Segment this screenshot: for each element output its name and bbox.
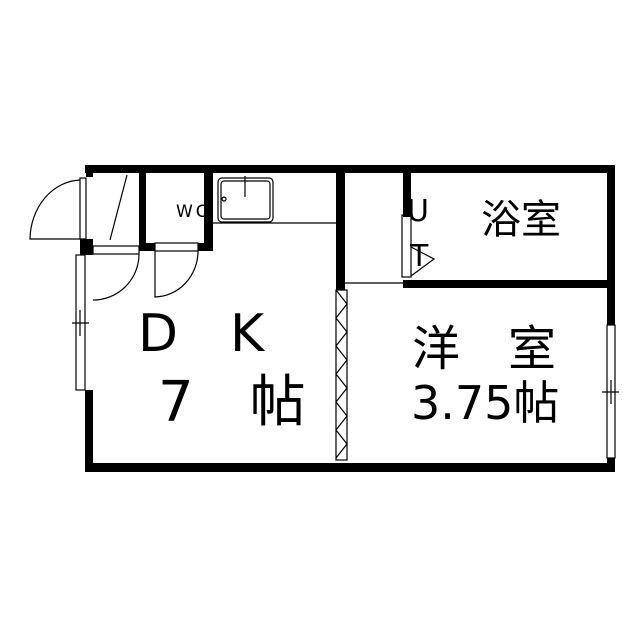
left-wall-bottom xyxy=(85,390,93,472)
wc-bottom-wall-left xyxy=(139,243,155,251)
right-wall-top xyxy=(607,165,615,325)
left-wall-block xyxy=(80,239,93,255)
drain-icon xyxy=(221,196,227,202)
wc-label: WC xyxy=(176,202,211,222)
right-wall-bottom xyxy=(607,458,615,472)
bath-bottom-wall xyxy=(403,280,615,288)
wc-door-frame xyxy=(154,242,199,252)
wc-door-swing[interactable] xyxy=(154,250,199,298)
entrance-door-frame xyxy=(79,177,87,240)
western-room-size: 3.75帖 xyxy=(411,376,560,430)
dk-label: D K xyxy=(138,304,265,364)
bath-door[interactable] xyxy=(410,246,436,277)
bath-door-frame xyxy=(401,214,412,278)
entrance-door-swing[interactable] xyxy=(29,179,81,240)
wc-bottom-wall-right xyxy=(198,243,213,251)
hall-door-frame xyxy=(92,245,140,255)
western-room-label: 洋 室 xyxy=(412,321,557,377)
bath-label: 浴室 xyxy=(481,197,561,243)
top-wall xyxy=(85,165,615,173)
folding-door[interactable] xyxy=(335,289,348,461)
dk-size: 7 帖 xyxy=(158,370,306,435)
walls xyxy=(80,165,615,472)
wc-right-wall xyxy=(204,165,213,251)
utility-label-top: U xyxy=(407,194,429,229)
middle-wall xyxy=(336,165,345,290)
bottom-wall xyxy=(85,463,615,472)
bath-left-wall xyxy=(403,165,411,217)
closet-line xyxy=(109,174,128,241)
hall-door-swing[interactable] xyxy=(92,253,140,301)
left-wall-top xyxy=(86,165,93,177)
utility-label-bottom: T xyxy=(410,239,429,274)
wc-left-wall xyxy=(139,165,146,251)
